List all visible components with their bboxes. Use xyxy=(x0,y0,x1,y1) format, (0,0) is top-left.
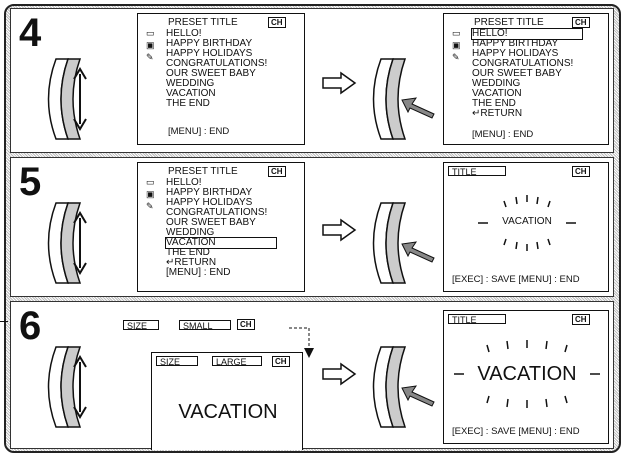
right-arrow-icon xyxy=(321,218,357,242)
ch-badge: CH xyxy=(572,17,590,28)
menu-screen-selected: PRESET TITLE CH ▭▣✎ HELLO! HAPPY BIRTHDA… xyxy=(443,13,609,145)
menu-icons: ▭▣✎ xyxy=(146,28,160,64)
menu-end: [MENU] : END xyxy=(166,268,276,278)
step-5-panel: 5 PRESET TITLE CH ▭▣✎ HELLO! HAPPY BIRTH… xyxy=(10,157,614,297)
ch-badge: CH xyxy=(237,319,255,330)
size-preview: VACATION xyxy=(152,401,304,423)
menu-screen: PRESET TITLE CH ▭▣✎ HELLO! HAPPY BIRTHDA… xyxy=(137,162,305,292)
size-large-value[interactable]: LARGE xyxy=(212,356,262,366)
ch-badge: CH xyxy=(572,166,590,177)
size-label: SIZE xyxy=(123,320,159,330)
tape-icon: ▣ xyxy=(146,189,160,201)
dial-press-icon xyxy=(366,342,436,432)
title-label: TITLE xyxy=(448,314,506,324)
folder-icon: ▭ xyxy=(146,177,160,189)
menu-item[interactable]: THE END xyxy=(166,99,267,109)
title-preview: VACATION xyxy=(444,363,610,385)
step-number: 4 xyxy=(19,11,39,56)
dial-icon xyxy=(36,54,96,144)
title-screen: TITLE CH VACATION [EXEC] : SAVE [MENU] :… xyxy=(443,162,609,292)
title-footer: [EXEC] : SAVE [MENU] : END xyxy=(452,427,580,437)
ch-badge: CH xyxy=(572,314,590,325)
ch-badge: CH xyxy=(268,166,286,177)
size-screen-large: SIZE LARGE CH VACATION xyxy=(151,352,303,450)
dial-icon xyxy=(36,342,96,432)
right-arrow-icon xyxy=(321,71,357,95)
folder-icon: ▭ xyxy=(452,28,466,40)
folder-icon: ▭ xyxy=(146,28,160,40)
ch-badge: CH xyxy=(272,356,290,367)
menu-icons: ▭▣✎ xyxy=(146,177,160,213)
dial-icon xyxy=(36,198,96,288)
menu-return[interactable]: ↵RETURN xyxy=(472,109,582,119)
right-arrow-icon xyxy=(321,362,357,386)
step-4-panel: 4 PRESET TITLE CH ▭▣✎ HELLO! HAPPY BIRTH… xyxy=(10,8,614,153)
menu-title: PRESET TITLE xyxy=(168,18,238,28)
menu-list: HELLO! HAPPY BIRTHDAY HAPPY HOLIDAYS CON… xyxy=(166,29,267,109)
size-label: SIZE xyxy=(156,356,198,366)
menu-screen: PRESET TITLE CH ▭▣✎ HELLO! HAPPY BIRTHDA… xyxy=(137,13,305,145)
menu-list: HELLO! HAPPY BIRTHDAY HAPPY HOLIDAYS CON… xyxy=(166,178,276,278)
dial-press-icon xyxy=(366,198,436,288)
pen-icon: ✎ xyxy=(452,52,466,64)
pen-icon: ✎ xyxy=(146,201,160,213)
tape-icon: ▣ xyxy=(146,40,160,52)
menu-list: HELLO! HAPPY BIRTHDAY HAPPY HOLIDAYS CON… xyxy=(472,29,582,119)
title-preview: VACATION xyxy=(444,217,610,227)
dial-press-icon xyxy=(366,54,436,144)
menu-end: [MENU] : END xyxy=(472,130,533,140)
title-screen-large: TITLE CH VACATION [EXEC] : SAVE [MENU] :… xyxy=(443,310,609,444)
menu-icons: ▭▣✎ xyxy=(452,28,466,64)
title-footer: [EXEC] : SAVE [MENU] : END xyxy=(452,275,580,285)
pen-icon: ✎ xyxy=(146,52,160,64)
size-small-value[interactable]: SMALL xyxy=(179,320,231,330)
menu-title: PRESET TITLE xyxy=(474,18,544,28)
tape-icon: ▣ xyxy=(452,40,466,52)
menu-title: PRESET TITLE xyxy=(168,167,238,177)
side-marker xyxy=(0,321,8,322)
title-label: TITLE xyxy=(448,166,506,176)
ch-badge: CH xyxy=(268,17,286,28)
step-6-panel: 6 SIZE SMALL CH SIZE LARGE CH VACATION T… xyxy=(10,301,614,449)
menu-end: [MENU] : END xyxy=(168,127,229,137)
